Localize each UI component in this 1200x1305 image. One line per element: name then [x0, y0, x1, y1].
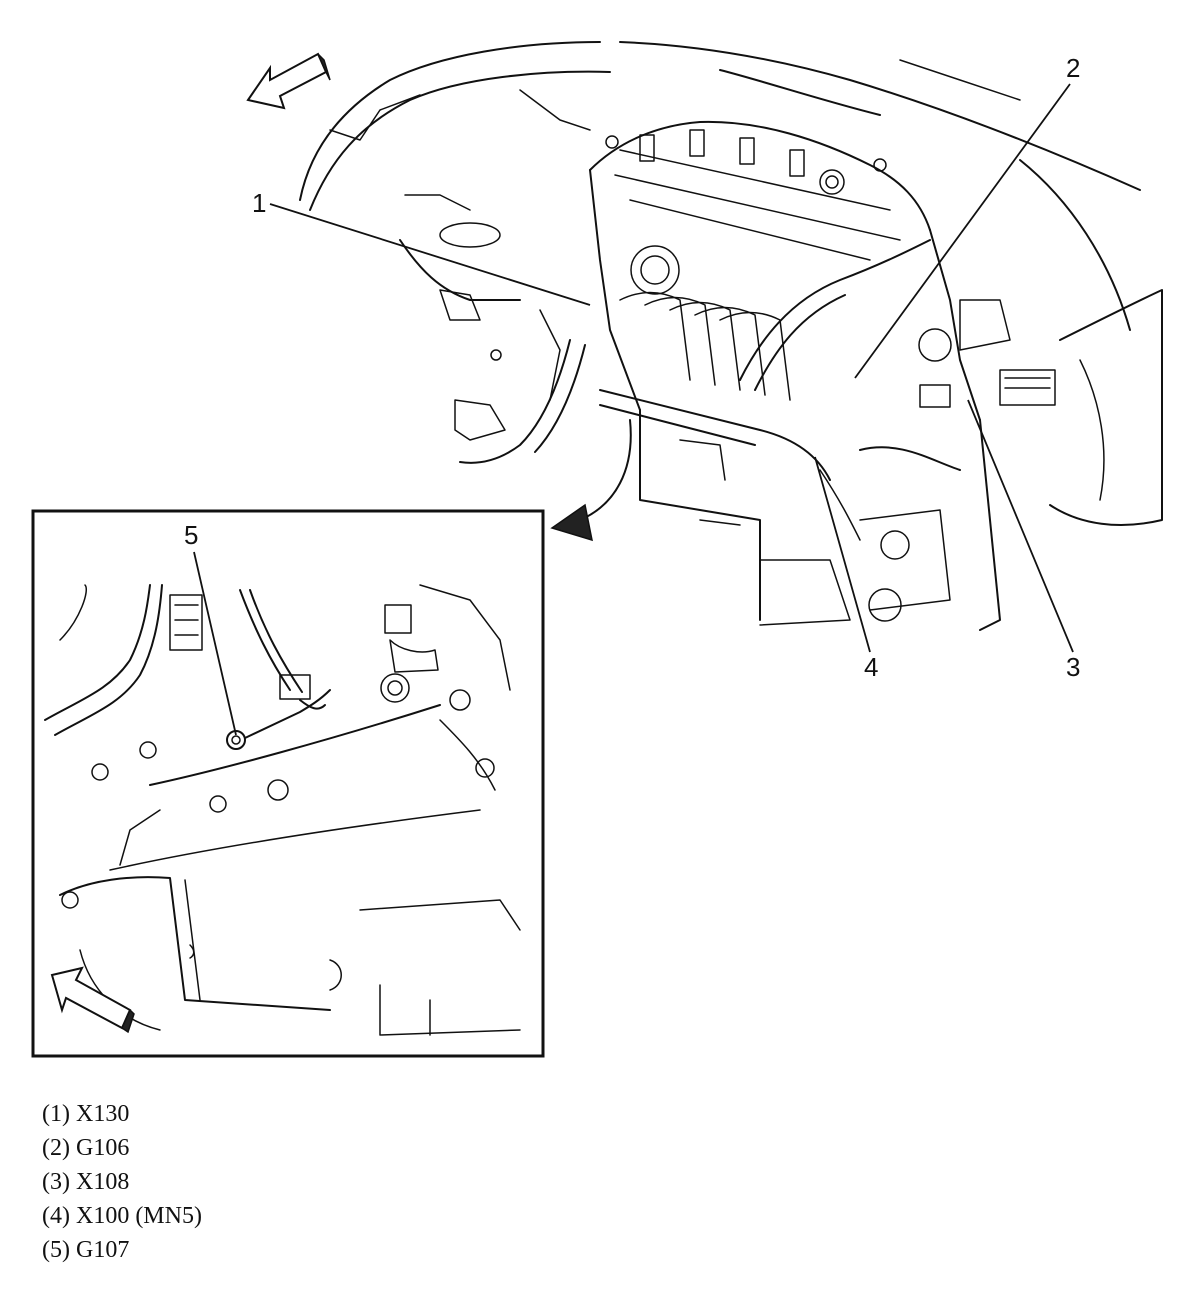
detail-view-arrow-icon	[550, 419, 632, 542]
callout-number: 5	[184, 520, 198, 550]
inset-detail-view: 5	[31, 509, 545, 1058]
front-direction-arrow-icon	[246, 52, 331, 110]
legend-item-g106: (2) G106	[42, 1135, 130, 1161]
callout-1: 1	[252, 188, 591, 306]
callout-number: 1	[252, 188, 266, 218]
callout-number: 4	[864, 652, 878, 682]
legend-item-x108: (3) X108	[42, 1169, 130, 1195]
callout-number: 3	[1066, 652, 1080, 682]
front-direction-arrow-icon	[50, 966, 135, 1034]
legend: (1) X130 (2) G106 (3) X108 (4) X100 (MN5…	[42, 1097, 202, 1267]
engine-compartment-view	[299, 41, 1163, 631]
legend-item-x100: (4) X100 (MN5)	[42, 1203, 202, 1229]
legend-item-g107: (5) G107	[42, 1237, 130, 1263]
callout-3: 3	[967, 399, 1080, 682]
callout-5: 5	[184, 520, 237, 736]
callout-4: 4	[814, 456, 878, 682]
callout-2: 2	[854, 53, 1080, 379]
callout-number: 2	[1066, 53, 1080, 83]
engine-wiring-diagram: 1 2 3 4	[31, 41, 1163, 1058]
legend-item-x130: (1) X130	[42, 1101, 130, 1127]
